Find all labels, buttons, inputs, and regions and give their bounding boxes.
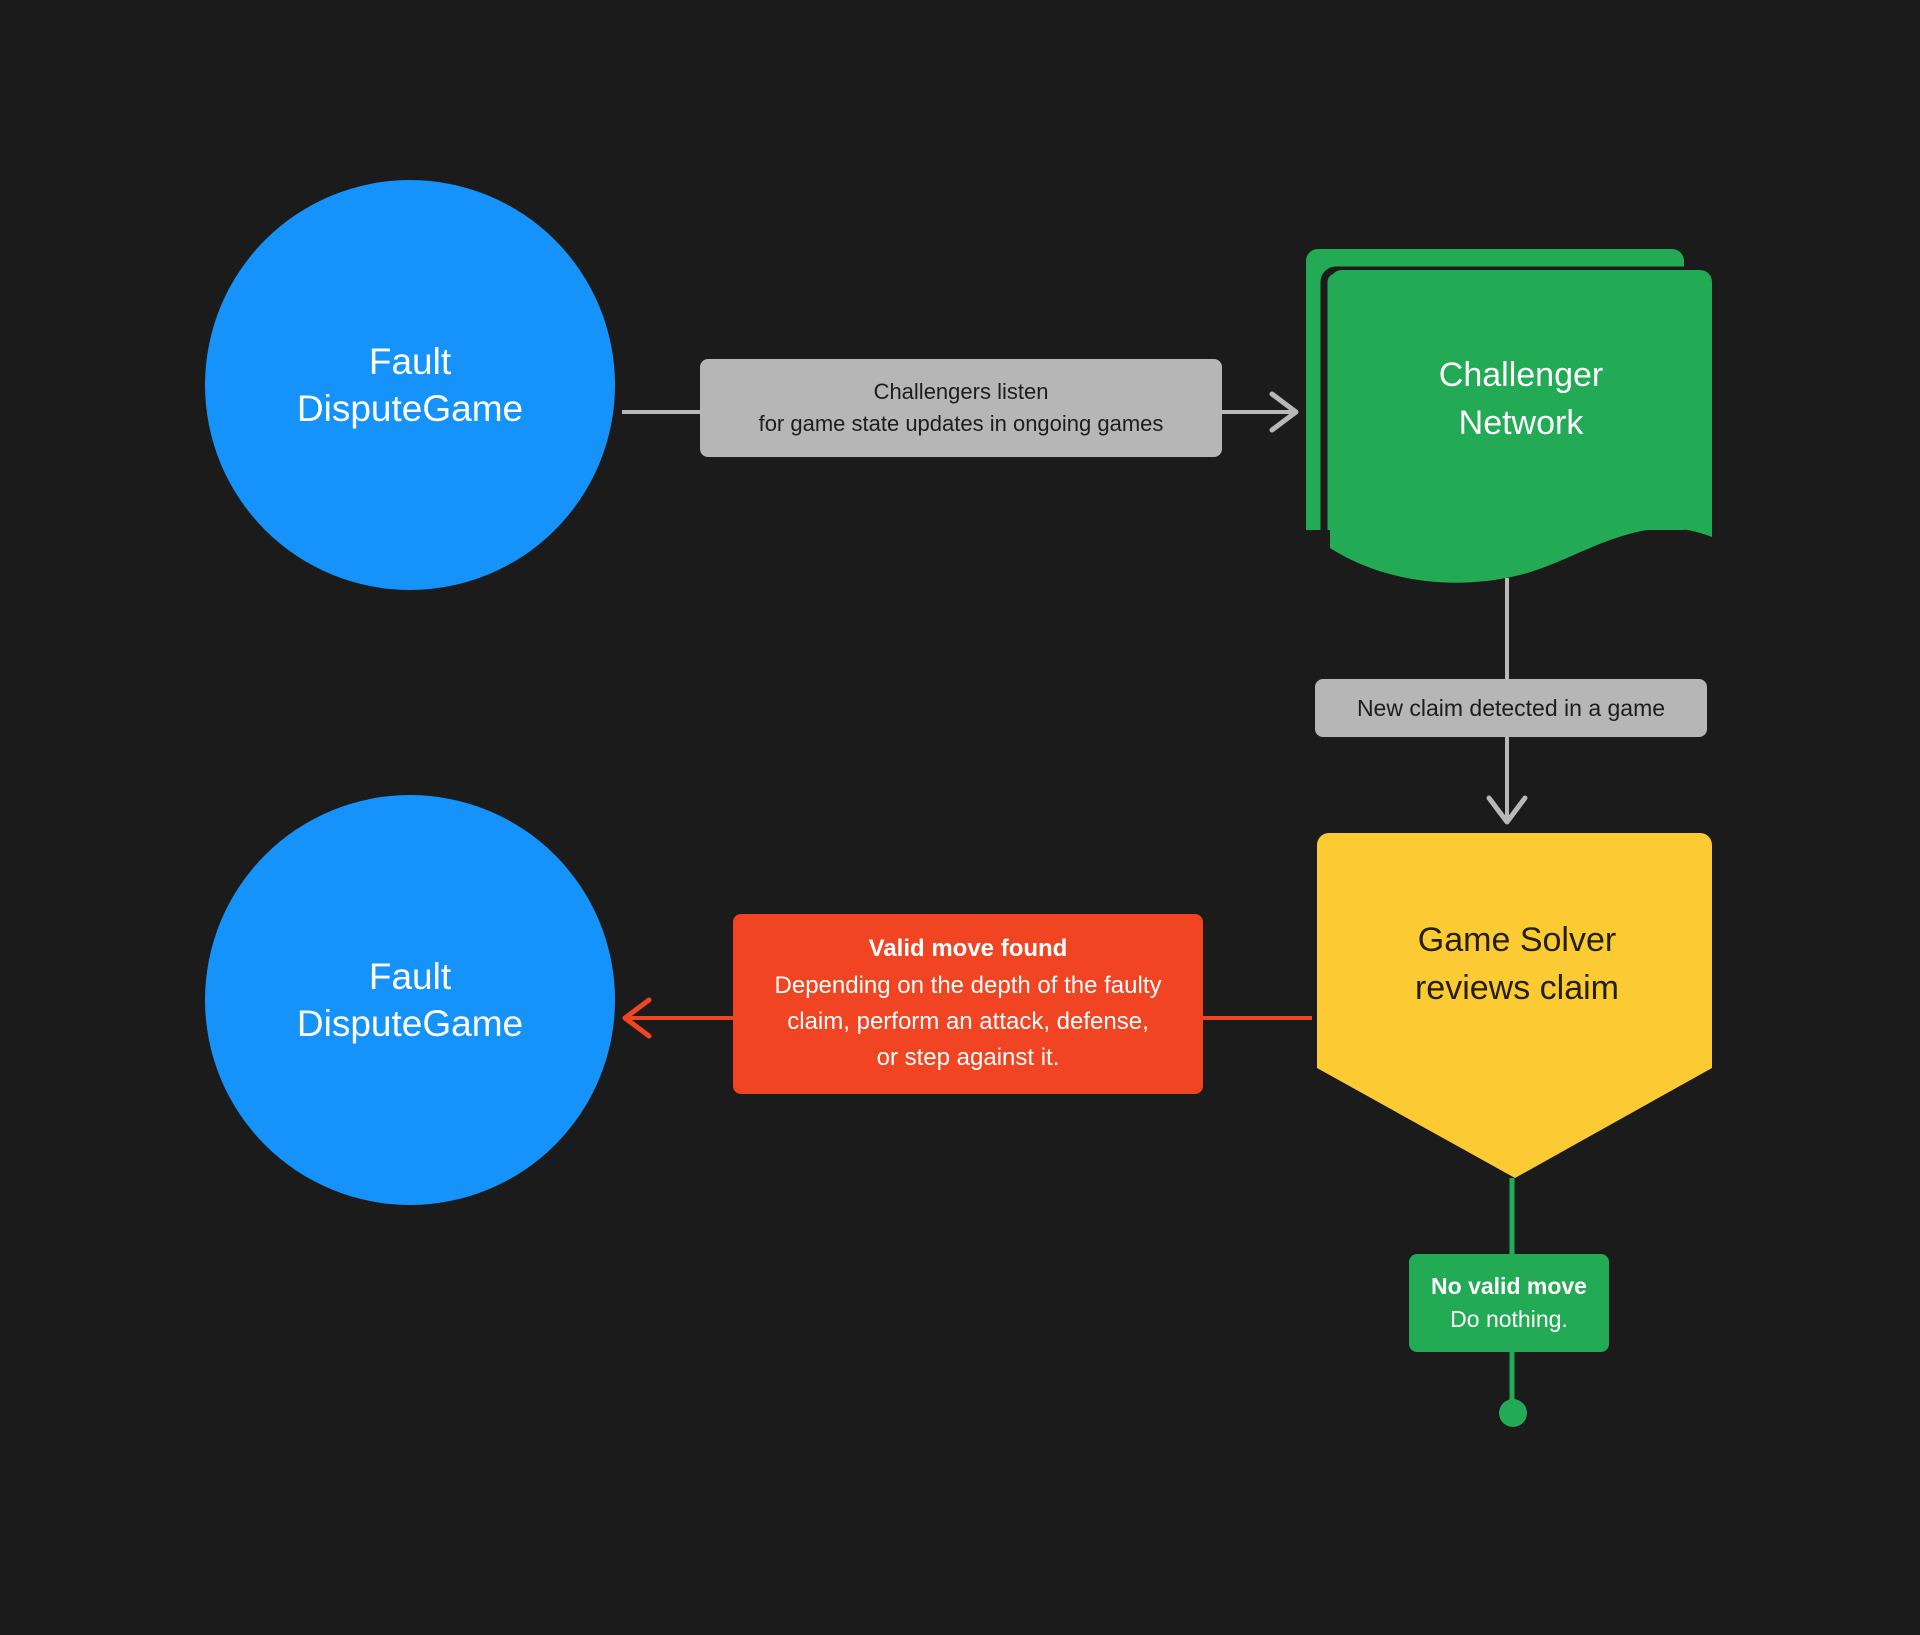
node-fault-dispute-game-bottom[interactable]: Fault DisputeGame [205, 795, 615, 1205]
edge-solver-to-dispute-arrowhead [622, 997, 652, 1039]
edge-label-line: New claim detected in a game [1356, 694, 1666, 721]
node-label-line2: DisputeGame [296, 1003, 524, 1044]
edge-label-title: No valid move [1431, 1272, 1587, 1299]
edge-label-line: claim, perform an attack, defense, [787, 1008, 1149, 1035]
node-game-solver-label: Game Solver reviews claim [1322, 900, 1712, 1030]
edge-label-challengers-listen: Challengers listen for game state update… [700, 359, 1222, 457]
edge-label-line: Do nothing. [1450, 1306, 1568, 1332]
edge-label-line: Depending on the depth of the faulty [774, 971, 1162, 999]
edge-label-line: for game state updates in ongoing games [758, 411, 1164, 436]
node-label-line1: Game Solver [1417, 921, 1617, 960]
node-fault-dispute-game-top[interactable]: Fault DisputeGame [205, 180, 615, 590]
node-label-line2: Network [1458, 404, 1584, 442]
edge-label-line: Challengers listen [873, 379, 1049, 405]
node-label-line1: Challenger [1438, 356, 1604, 395]
edge-label-title: Valid move found [868, 935, 1068, 963]
edge-label-valid-move-found: Valid move found Depending on the depth … [733, 914, 1203, 1094]
edge-dispute-to-challenger-arrowhead [1269, 391, 1299, 433]
node-challenger-network-shape[interactable] [1330, 270, 1712, 583]
node-terminator-dot [1499, 1399, 1527, 1427]
node-challenger-network-label: Challenger Network [1330, 330, 1712, 470]
node-challenger-network-back-sheet [1306, 249, 1684, 530]
edge-label-new-claim-detected: New claim detected in a game [1315, 679, 1707, 737]
node-label-line2: DisputeGame [296, 388, 524, 429]
edge-label-no-valid-move: No valid move Do nothing. [1409, 1254, 1609, 1352]
node-challenger-network-sheet-separator [1320, 266, 1706, 540]
node-label-line2: reviews claim [1414, 969, 1620, 1007]
edge-challenger-to-solver-arrowhead [1486, 795, 1528, 825]
node-label-line1: Fault [368, 955, 452, 997]
node-game-solver-shape[interactable] [1317, 833, 1712, 1178]
node-label-line1: Fault [368, 340, 452, 382]
edge-label-line: or step against it. [876, 1044, 1060, 1072]
